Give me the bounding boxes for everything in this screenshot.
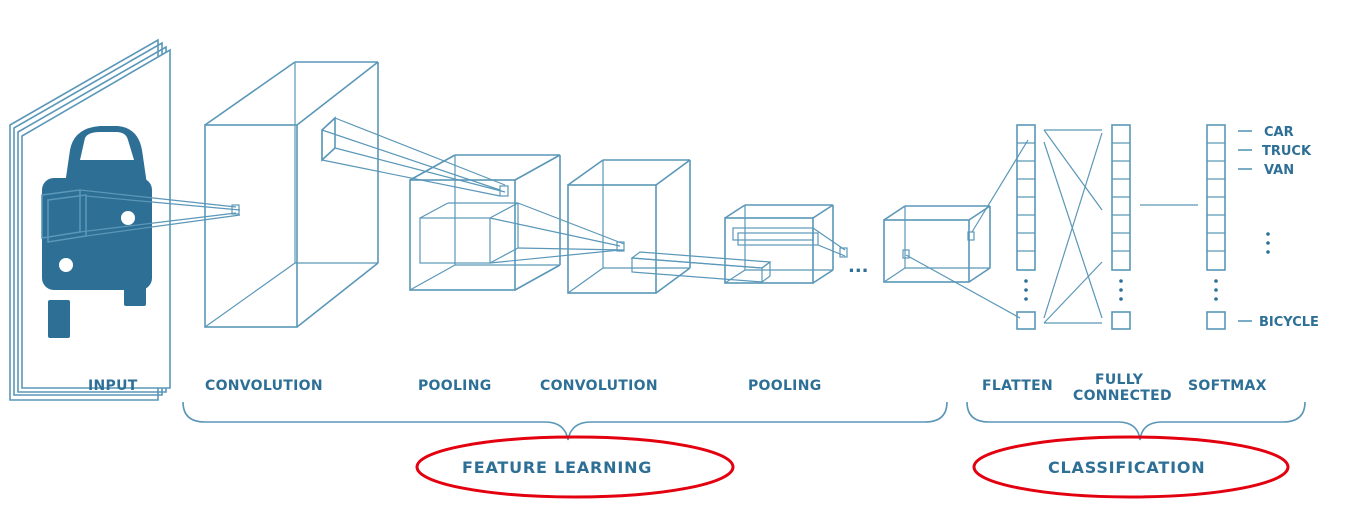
conv2-block (567, 159, 772, 294)
final-feature-map (883, 139, 1029, 319)
ellipsis-text: ... (848, 256, 869, 277)
label-input: INPUT (88, 378, 138, 394)
fc-connections (1043, 129, 1103, 324)
conv1-block (204, 61, 509, 328)
softmax-column (1206, 124, 1270, 330)
output-truck: TRUCK (1262, 144, 1312, 159)
label-pooling-1: POOLING (418, 378, 492, 394)
label-convolution-1: CONVOLUTION (205, 378, 323, 394)
output-bicycle: BICYCLE (1259, 315, 1319, 330)
flatten-column (1016, 124, 1036, 330)
input-image (9, 38, 241, 401)
output-labels: CAR TRUCK VAN BICYCLE (1238, 125, 1319, 330)
pool1-block (409, 154, 625, 291)
label-softmax: SOFTMAX (1188, 378, 1267, 394)
fully-connected-column (1111, 124, 1198, 330)
output-car: CAR (1264, 125, 1294, 140)
label-pooling-2: POOLING (748, 378, 822, 394)
output-van: VAN (1264, 163, 1294, 178)
pool2-block (724, 204, 848, 284)
feature-learning-title: FEATURE LEARNING (462, 458, 652, 477)
label-fully: FULLY (1095, 372, 1144, 388)
feature-learning-highlight (415, 435, 735, 499)
label-convolution-2: CONVOLUTION (540, 378, 658, 394)
classification-highlight (972, 435, 1290, 499)
classification-title: CLASSIFICATION (1048, 458, 1205, 477)
label-connected: CONNECTED (1073, 388, 1172, 404)
classification-brace (966, 401, 1306, 441)
feature-learning-brace (182, 401, 948, 441)
label-flatten: FLATTEN (982, 378, 1053, 394)
